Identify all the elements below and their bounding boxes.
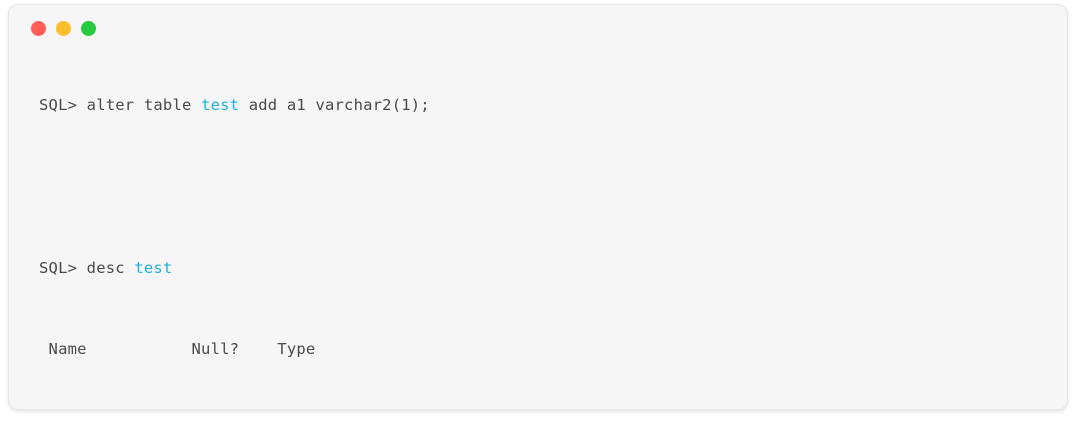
close-button-icon[interactable] <box>31 20 46 36</box>
command-1-text-after: add a1 varchar2(1); <box>239 95 430 114</box>
terminal-blank-line-1 <box>39 179 1067 214</box>
window-titlebar <box>9 5 1067 51</box>
minimize-button-icon[interactable] <box>56 20 71 36</box>
terminal-console[interactable]: SQL> alter table test add a1 varchar2(1)… <box>9 51 1067 409</box>
command-2-text-before: desc <box>86 258 135 277</box>
describe-header-row: Name Null? Type <box>39 340 316 358</box>
command-1-text-before: alter table <box>86 95 202 114</box>
prompt-label-2: SQL> <box>39 258 87 277</box>
terminal-line-command-2: SQL> desc test <box>39 258 1067 296</box>
table-identifier-2: test <box>134 258 173 277</box>
terminal-line-command-1: SQL> alter table test add a1 varchar2(1)… <box>39 95 1067 133</box>
prompt-label-1: SQL> <box>39 95 87 114</box>
table-identifier-1: test <box>201 95 240 114</box>
terminal-window: SQL> alter table test add a1 varchar2(1)… <box>8 4 1068 410</box>
maximize-button-icon[interactable] <box>81 20 96 36</box>
